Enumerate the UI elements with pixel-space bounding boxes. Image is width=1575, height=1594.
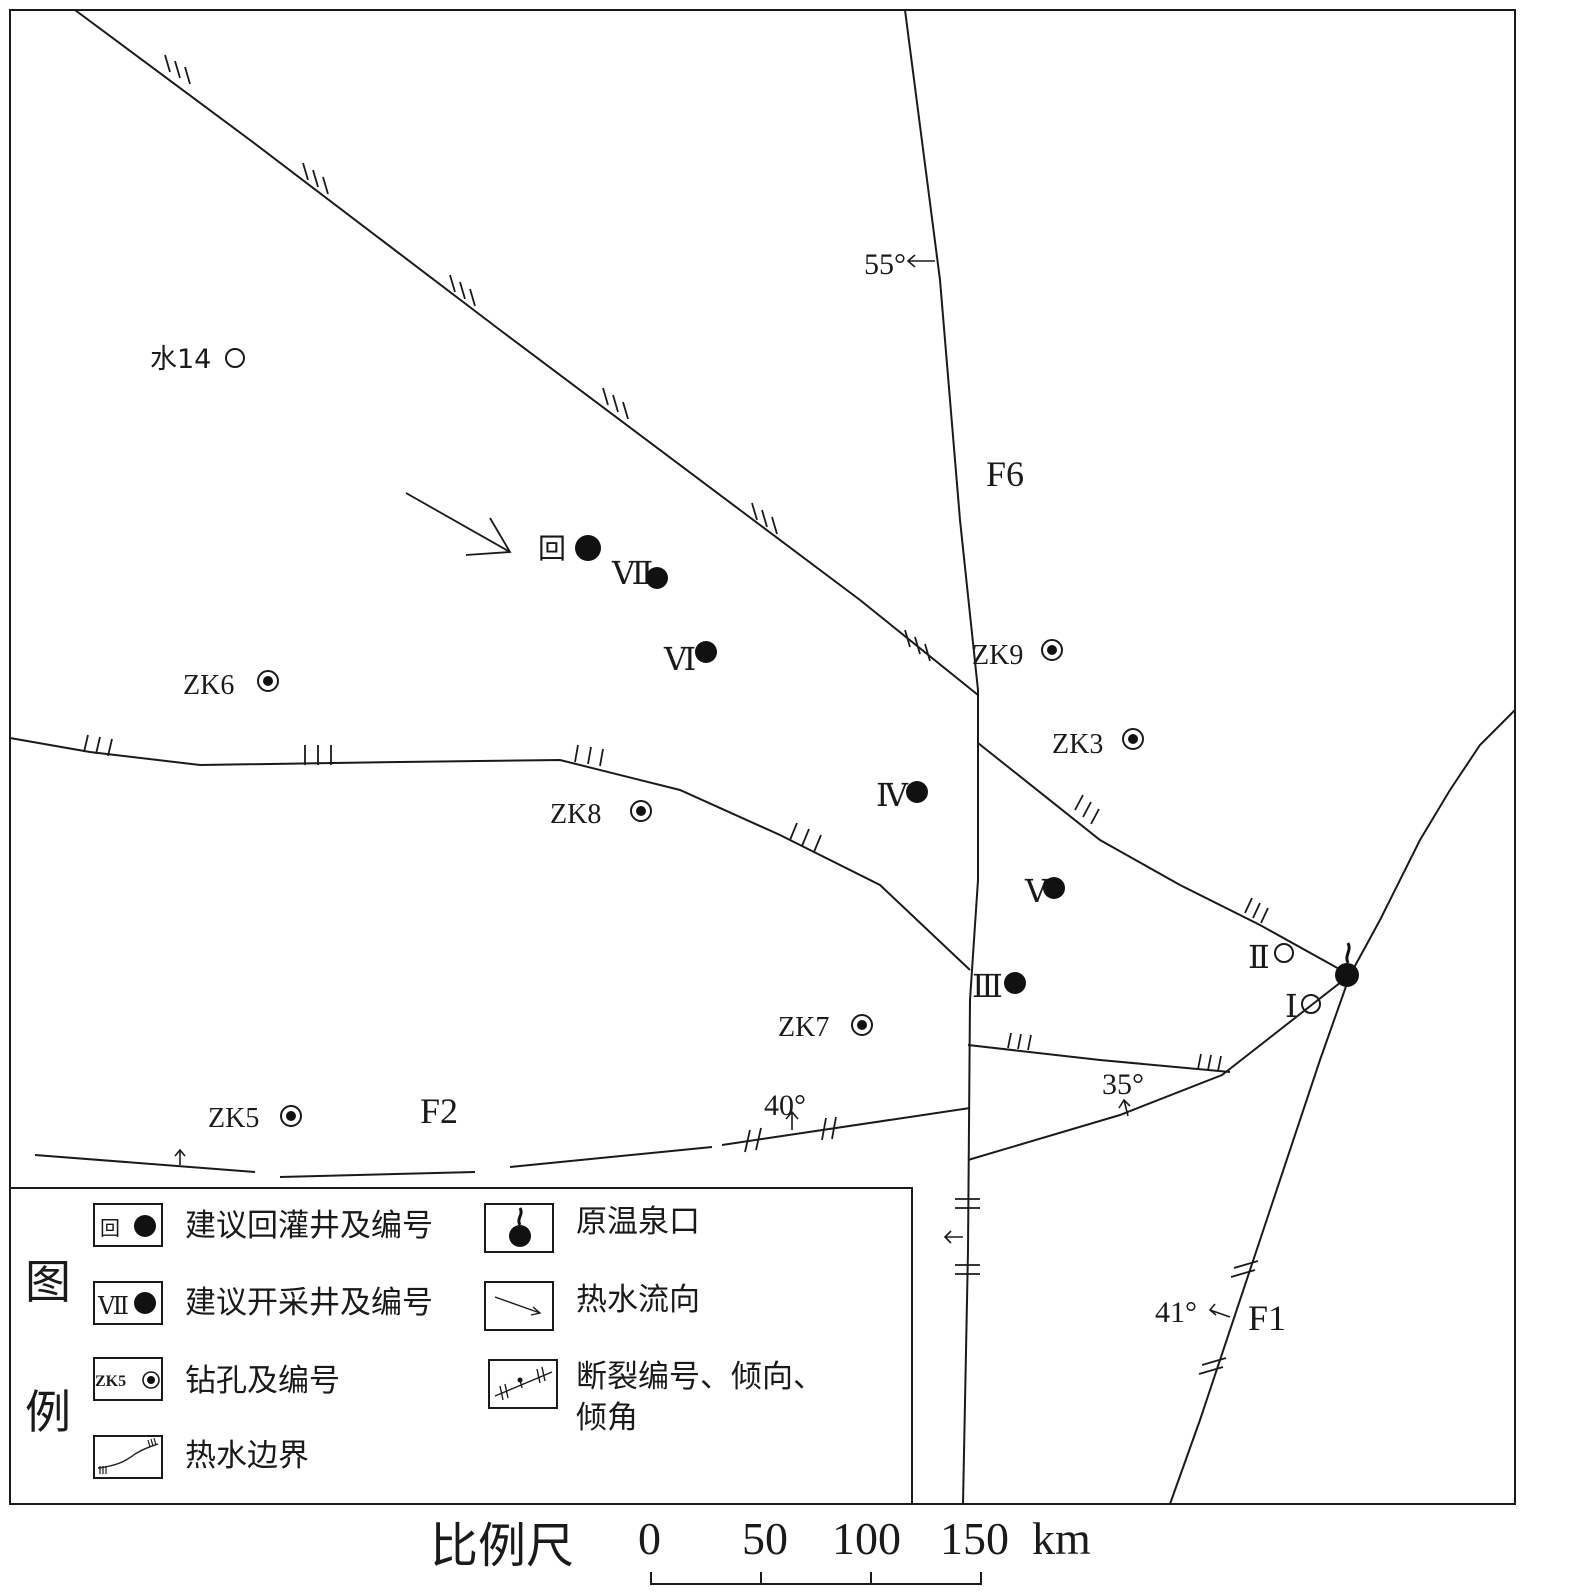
label-zk9: ZK9 bbox=[972, 640, 1023, 671]
scale-tick-50: 50 bbox=[742, 1513, 788, 1564]
legend-spring-label: 原温泉口 bbox=[576, 1204, 700, 1240]
label-zk6: ZK6 bbox=[183, 670, 234, 701]
legend-boundary-label: 热水边界 bbox=[185, 1438, 309, 1474]
legend: 图 例 回 建议回灌井及编号 Ⅶ 建议开采井及编号 ZK5 钻孔及编号 热水边界… bbox=[9, 1187, 913, 1505]
legend-flow-label: 热水流向 bbox=[576, 1282, 700, 1318]
label-zk5: ZK5 bbox=[208, 1103, 259, 1134]
flow-direction-arrow bbox=[405, 492, 512, 556]
legend-flow-icon bbox=[494, 1296, 541, 1314]
legend-borehole-label: 钻孔及编号 bbox=[185, 1363, 340, 1399]
legend-borehole-icon bbox=[142, 1371, 160, 1389]
borehole-icon bbox=[1122, 728, 1144, 750]
scale-tick-0: 0 bbox=[638, 1513, 661, 1564]
fault-inner bbox=[967, 1044, 1231, 1073]
label-f1: F1 bbox=[1248, 1298, 1286, 1338]
label-zk8: ZK8 bbox=[550, 799, 601, 830]
borehole-icon bbox=[851, 1014, 873, 1036]
legend-reinjection-label: 建议回灌井及编号 bbox=[185, 1208, 433, 1244]
legend-reinjection-symbol: 回 bbox=[100, 1216, 120, 1240]
label-well-2: Ⅱ bbox=[1248, 939, 1270, 975]
legend-production-symbol: Ⅶ bbox=[97, 1294, 129, 1320]
production-well-icon bbox=[906, 781, 928, 803]
label-well-4: Ⅳ bbox=[876, 777, 909, 813]
dip-arrows bbox=[174, 254, 1231, 1318]
label-well-6: Ⅵ bbox=[663, 641, 696, 677]
scale-tick-150: 150 bbox=[940, 1513, 1009, 1564]
legend-spring-icon bbox=[509, 1225, 531, 1247]
label-f2: F2 bbox=[420, 1091, 458, 1131]
observation-point-icon bbox=[1274, 943, 1294, 963]
production-well-icon bbox=[1043, 877, 1065, 899]
borehole-icon bbox=[630, 800, 652, 822]
label-well-7: Ⅶ bbox=[611, 555, 653, 591]
scale-bar: 比例尺 0 50 100 150 km bbox=[430, 1513, 1091, 1585]
fault-f6 bbox=[904, 9, 979, 1505]
label-f6: F6 bbox=[986, 454, 1024, 494]
label-zk3: ZK3 bbox=[1052, 729, 1103, 760]
boreholes: ZK3 ZK5 ZK6 ZK7 ZK8 ZK9 bbox=[183, 639, 1144, 1134]
fault-f1 bbox=[1169, 709, 1516, 1505]
legend-production-label: 建议开采井及编号 bbox=[185, 1285, 433, 1321]
fault-f2 bbox=[34, 1107, 971, 1178]
dip-f2: 40° bbox=[764, 1089, 806, 1122]
borehole-icon bbox=[257, 670, 279, 692]
observation-point-icon bbox=[225, 348, 245, 368]
legend-borehole-symbol: ZK5 bbox=[95, 1373, 126, 1390]
legend-fault-icon bbox=[494, 1366, 553, 1401]
dip-f6: 55° bbox=[864, 248, 906, 281]
dip-inner: 35° bbox=[1102, 1068, 1144, 1101]
production-well-icon bbox=[646, 567, 668, 589]
legend-title-1: 图 bbox=[25, 1255, 71, 1309]
label-reinjection-well: 回 bbox=[538, 532, 566, 565]
label-well-1: Ⅰ bbox=[1285, 988, 1298, 1024]
production-well-icon bbox=[1004, 972, 1026, 994]
legend-title-2: 例 bbox=[25, 1385, 71, 1439]
production-well-icon bbox=[695, 641, 717, 663]
boundary-east bbox=[977, 742, 1351, 976]
label-well-3: Ⅲ bbox=[972, 968, 1003, 1004]
borehole-icon bbox=[280, 1105, 302, 1127]
scale-label: 比例尺 bbox=[430, 1518, 574, 1574]
scale-line bbox=[650, 1572, 982, 1585]
boundary-ticks bbox=[83, 54, 1269, 1375]
boundary-northwest bbox=[74, 9, 979, 696]
legend-fault-label-line1: 断裂编号、倾向、 bbox=[576, 1359, 824, 1395]
hot-spring-icon bbox=[1335, 942, 1359, 987]
legend-fault-label-line2: 倾角 bbox=[576, 1400, 638, 1436]
reinjection-well-icon bbox=[575, 535, 601, 561]
scale-unit: km bbox=[1032, 1513, 1091, 1564]
scale-tick-100: 100 bbox=[832, 1513, 901, 1564]
label-zk7: ZK7 bbox=[778, 1012, 829, 1043]
boundary-west bbox=[9, 737, 971, 971]
label-water-14: 水14 bbox=[150, 344, 211, 375]
legend-production-icon bbox=[134, 1292, 156, 1314]
observation-point-icon bbox=[1301, 994, 1321, 1014]
dip-f1: 41° bbox=[1155, 1296, 1197, 1329]
legend-reinjection-icon bbox=[134, 1215, 156, 1237]
borehole-icon bbox=[1041, 639, 1063, 661]
fault-southeast bbox=[967, 974, 1351, 1161]
